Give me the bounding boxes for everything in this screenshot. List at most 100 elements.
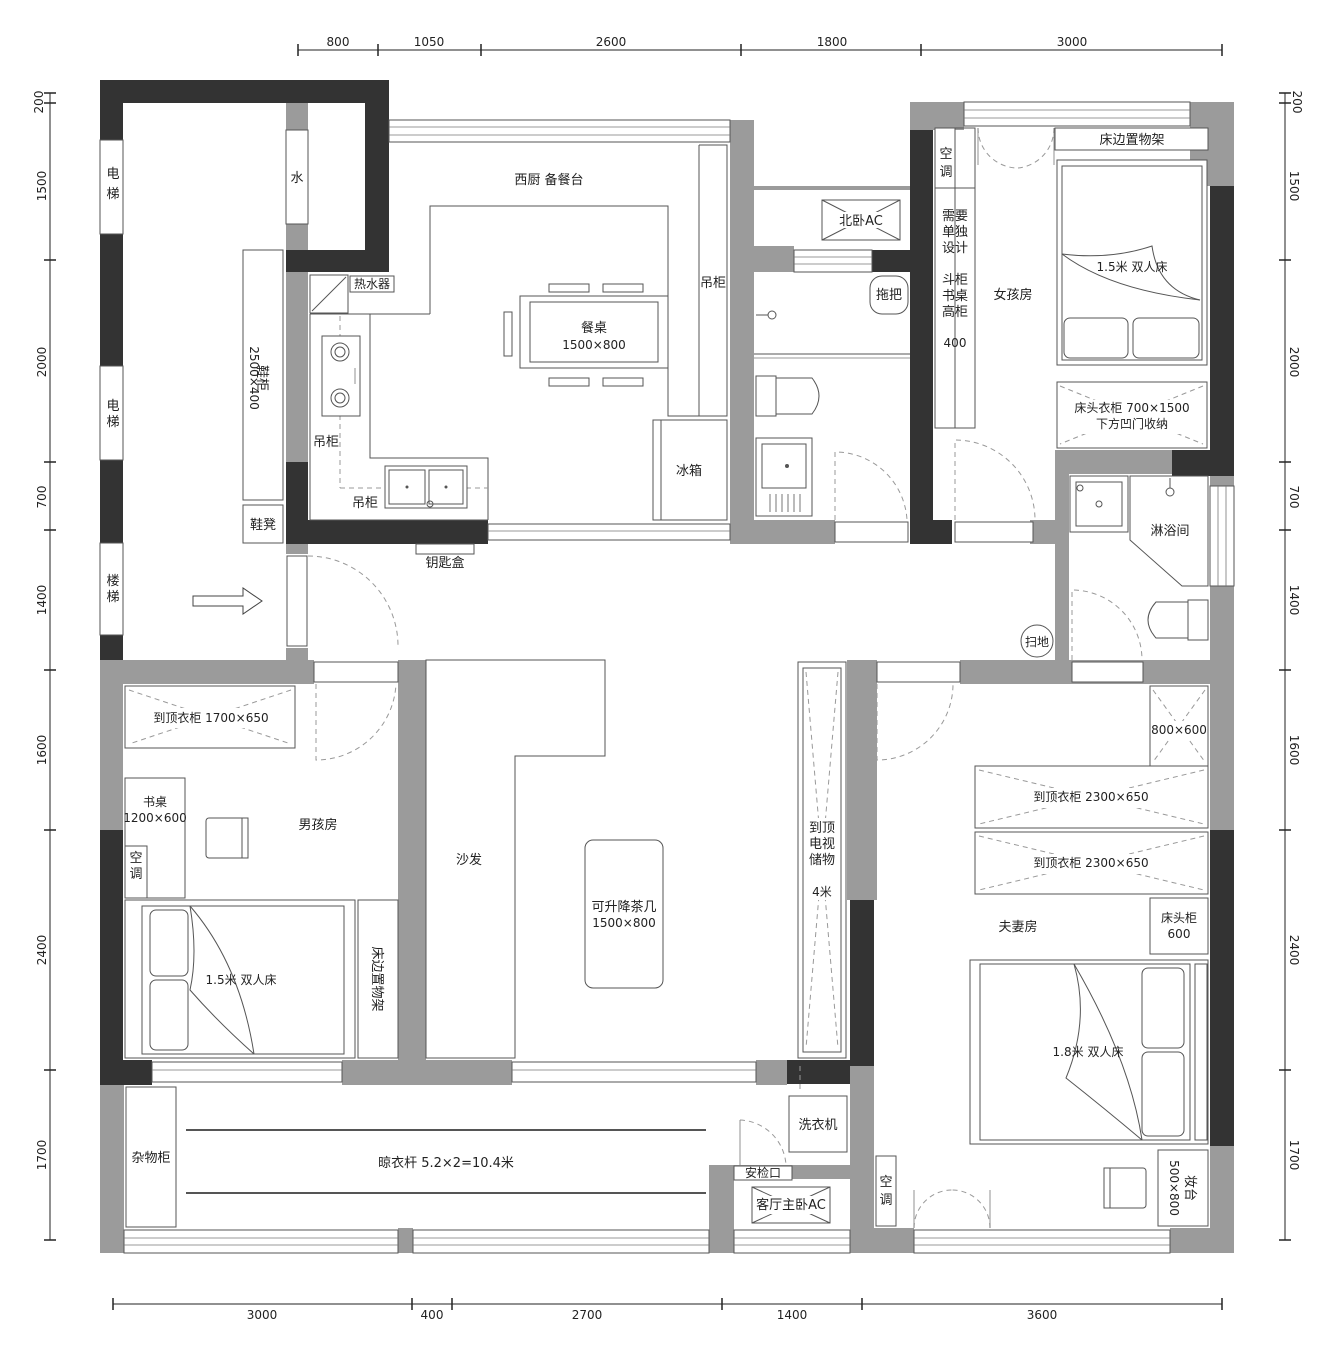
dimension-bottom: 3000 400 2700 1400 3600 — [112, 1298, 1223, 1322]
dim-left-8: 1700 — [35, 1140, 49, 1171]
cabinet-desk-1: 斗柜 — [942, 273, 968, 288]
master-room-label: 夫妻房 — [998, 919, 1037, 935]
custom-design-2: 单独 — [942, 225, 968, 240]
tv-storage-3: 储物 — [809, 853, 835, 868]
size-800-600: 800×600 — [1151, 723, 1207, 737]
access-hatch-label: 安检口 — [745, 1165, 781, 1180]
girl-ac-b: 调 — [939, 165, 952, 180]
nightstand-size: 600 — [1168, 927, 1191, 941]
dim-top-5: 3000 — [1057, 35, 1088, 49]
dim-left-5: 1400 — [35, 585, 49, 616]
kitchen-label: 西厨 备餐台 — [514, 172, 583, 188]
key-box-label: 钥匙盒 — [425, 555, 464, 571]
dim-right-1: 200 — [1290, 91, 1304, 114]
sofa-label: 沙发 — [456, 852, 482, 868]
dim-right-5: 1400 — [1287, 585, 1301, 616]
dimension-right: 200 1500 2000 700 1400 1600 2400 1700 — [1279, 91, 1304, 1241]
dimension-left: 200 1500 2000 700 1400 1600 2400 1700 — [32, 91, 56, 1241]
dresser-label: 妆台 — [1182, 1175, 1197, 1201]
boy-room: 到顶衣柜 1700×650 书桌 1200×600 空 调 男孩房 1.5米 双… — [123, 661, 399, 1059]
entry-arrow — [192, 587, 263, 615]
drying-rack-label: 晾衣杆 5.2×2=10.4米 — [378, 1155, 514, 1171]
north-bathroom: 北卧AC 拖把 — [754, 199, 910, 543]
water-heater-label: 热水器 — [354, 277, 390, 291]
girl-room: 空 调 需要 单独 设计 斗柜 书桌 高柜 400 女孩房 床边置物架 1.5米… — [934, 127, 1209, 543]
dim-bottom-2: 400 — [421, 1308, 444, 1322]
living-master-ac-label: 客厅主卧AC — [756, 1197, 826, 1213]
bedside-shelf-girl: 床边置物架 — [1099, 133, 1164, 148]
wall-cabinet-label-2: 吊柜 — [313, 435, 339, 450]
master-wardrobe-2: 到顶衣柜 2300×650 — [1033, 855, 1148, 870]
stairs-label-a: 楼 — [106, 574, 119, 589]
cabinet-desk-3: 高柜 — [942, 304, 968, 320]
dim-right-4: 700 — [1287, 486, 1301, 509]
desk-size: 1200×600 — [123, 811, 187, 825]
master-bed-label: 1.8米 双人床 — [1053, 1045, 1124, 1059]
dim-bottom-4: 1400 — [777, 1308, 808, 1322]
desk-label: 书桌 — [143, 795, 167, 809]
custom-design-1: 需要 — [942, 209, 968, 224]
elevator-label-2-b: 梯 — [106, 415, 119, 430]
elevator-label-1-a: 电 — [106, 167, 119, 182]
cabinet-desk-2: 书桌 — [942, 289, 968, 304]
dim-bottom-3: 2700 — [572, 1308, 603, 1322]
boy-ac-b: 调 — [129, 867, 142, 882]
dresser-size: 500×800 — [1167, 1160, 1181, 1216]
coffee-table-size: 1500×800 — [592, 916, 656, 930]
kitchen: 西厨 备餐台 吊柜 吊柜 吊柜 热水器 餐桌 — [309, 144, 728, 571]
coffee-table-label: 可升降茶几 — [591, 899, 656, 915]
boy-bed-label: 1.5米 双人床 — [206, 973, 277, 987]
custom-design-3: 设计 — [942, 241, 968, 256]
master-room: 800×600 到顶衣柜 2300×650 到顶衣柜 2300×650 夫妻房 … — [875, 661, 1209, 1229]
master-ac-a: 空 — [879, 1175, 892, 1190]
entry-door — [286, 555, 399, 647]
girl-ac-a: 空 — [939, 147, 952, 162]
mop-label: 拖把 — [876, 288, 902, 303]
bedside-shelf-boy: 床边置物架 — [369, 946, 384, 1011]
dim-left-4: 700 — [35, 486, 49, 509]
tv-storage-2: 电视 — [809, 837, 835, 852]
elevator-label-2-a: 电 — [106, 399, 119, 414]
shower-label: 淋浴间 — [1150, 524, 1189, 539]
shoe-cabinet: 鞋柜 2500×400 鞋凳 — [242, 249, 284, 544]
dim-top-2: 1050 — [414, 35, 445, 49]
dim-right-6: 1600 — [1287, 735, 1301, 766]
master-wardrobe-1: 到顶衣柜 2300×650 — [1033, 789, 1148, 804]
dim-right-3: 2000 — [1287, 347, 1301, 378]
sundry-cabinet-label: 杂物柜 — [131, 1151, 170, 1166]
dim-left-1: 200 — [32, 91, 46, 114]
water-label: 水 — [290, 171, 303, 186]
living-room: 沙发 可升降茶几 1500×800 到顶 电视 储物 4米 — [425, 659, 847, 1059]
dim-bottom-1: 3000 — [247, 1308, 278, 1322]
shoe-cabinet-label: 鞋柜 — [254, 365, 270, 391]
tv-storage-size: 4米 — [812, 885, 832, 899]
water-box: 水 — [285, 129, 309, 225]
boy-ac-a: 空 — [129, 851, 142, 866]
headboard-wardrobe-note: 下方凹门收纳 — [1096, 416, 1168, 431]
cabinet-desk-size: 400 — [944, 336, 967, 350]
dining-table-label: 餐桌 — [581, 320, 607, 336]
dim-right-8: 1700 — [1287, 1140, 1301, 1171]
shoe-cabinet-size: 2500×400 — [247, 346, 261, 410]
dim-right-2: 1500 — [1287, 171, 1301, 202]
windows — [123, 101, 1235, 1254]
wall-cabinet-label-1: 吊柜 — [700, 276, 726, 291]
dining-table-size: 1500×800 — [562, 338, 626, 352]
dim-right-7: 2400 — [1287, 935, 1301, 966]
nightstand-label: 床头柜 — [1161, 911, 1197, 925]
boy-room-label: 男孩房 — [298, 817, 337, 833]
boy-wardrobe-label: 到顶衣柜 1700×650 — [153, 710, 268, 725]
master-ac-b: 调 — [879, 1193, 892, 1208]
washing-machine-label: 洗衣机 — [798, 1117, 837, 1133]
shower-room: 淋浴间 扫地 — [1020, 475, 1209, 683]
wall-cabinet-label-3: 吊柜 — [352, 496, 378, 511]
dim-bottom-5: 3600 — [1027, 1308, 1058, 1322]
dim-top-4: 1800 — [817, 35, 848, 49]
girl-bed-label: 1.5米 双人床 — [1097, 260, 1168, 274]
shoe-bench-label: 鞋凳 — [250, 517, 276, 533]
dim-top-3: 2600 — [596, 35, 627, 49]
dim-left-6: 1600 — [35, 735, 49, 766]
stairs-label-b: 梯 — [106, 590, 119, 605]
dim-left-3: 2000 — [35, 347, 49, 378]
